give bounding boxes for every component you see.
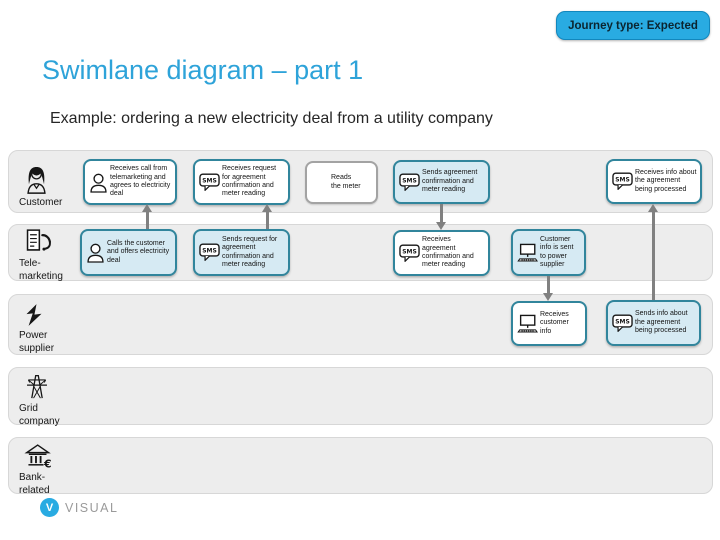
- telemarketing-icon: [24, 228, 85, 255]
- lane-label-telemarketing: Tele- marketing: [19, 258, 63, 282]
- lane-head-bank-related: € Bank- related: [17, 443, 85, 497]
- lane-head-customer: Customer: [17, 163, 85, 209]
- arrow-line: [266, 210, 269, 229]
- flow-arrow-t2-to-c2: [262, 204, 273, 229]
- lane-power-supplier: Power supplier: [8, 294, 713, 355]
- lane-bank-related: € Bank- related: [8, 437, 713, 497]
- lightning-icon: [24, 303, 85, 327]
- pylon-icon: [24, 372, 85, 400]
- arrow-line: [146, 210, 149, 229]
- page-subtitle: Example: ordering a new electricity deal…: [50, 110, 493, 127]
- svg-text:SMS: SMS: [615, 318, 630, 325]
- computer-icon: [517, 314, 538, 333]
- step-text: Calls the customer and offers electricit…: [107, 239, 170, 264]
- arrowhead-icon: [648, 204, 658, 212]
- arrowhead-icon: [142, 204, 152, 212]
- svg-text:SMS: SMS: [615, 177, 630, 184]
- svg-text:SMS: SMS: [402, 177, 417, 184]
- logo-text: VISUAL: [65, 500, 119, 515]
- arrowhead-icon: [436, 222, 446, 230]
- step-p1: Receives customer info: [511, 301, 587, 346]
- customer-icon: [24, 163, 85, 194]
- sms-icon: SMS: [612, 313, 633, 333]
- lane-label-grid-company: Grid company: [19, 403, 60, 427]
- step-text: Receives call from telemarketing and agr…: [110, 165, 171, 198]
- arrow-line: [547, 276, 550, 295]
- svg-text:€: €: [43, 458, 52, 469]
- arrowhead-icon: [543, 293, 553, 301]
- lane-head-telemarketing: Tele- marketing: [17, 228, 85, 283]
- step-p2: SMS Sends info about the agreement being …: [606, 300, 701, 346]
- flow-arrow-t4-to-p1: [543, 276, 554, 301]
- step-c3: Reads the meter: [305, 161, 378, 204]
- sms-icon: SMS: [199, 172, 220, 192]
- sms-icon: SMS: [399, 172, 420, 192]
- person-icon: [89, 172, 108, 193]
- step-text: Sends agreement confirmation and meter r…: [422, 169, 478, 194]
- lane-head-grid-company: Grid company: [17, 372, 85, 428]
- step-c4: SMS Sends agreement confirmation and mete…: [393, 160, 490, 204]
- visual-logo: V VISUAL: [40, 498, 118, 517]
- arrow-line: [652, 210, 655, 300]
- sms-icon: SMS: [399, 243, 420, 263]
- lane-label-bank-related: Bank- related: [19, 472, 50, 496]
- logo-v-icon: V: [40, 498, 59, 517]
- step-t2: SMS Sends request for agreement confirmat…: [193, 229, 290, 276]
- lane-label-customer: Customer: [19, 197, 63, 208]
- step-text: Customer info is sent to power supplier: [540, 235, 574, 268]
- page-title: Swimlane diagram – part 1: [42, 55, 364, 85]
- step-text: Receives request for agreement confirmat…: [222, 165, 277, 198]
- step-t4: Customer info is sent to power supplier: [511, 229, 586, 276]
- svg-text:SMS: SMS: [202, 177, 217, 184]
- arrow-line: [440, 204, 443, 224]
- step-text: Receives customer info: [540, 310, 569, 335]
- arrowhead-icon: [262, 204, 272, 212]
- step-t1: Calls the customer and offers electricit…: [80, 229, 177, 276]
- person-icon: [86, 242, 105, 263]
- step-text: Receives agreement confirmation and mete…: [422, 236, 474, 269]
- journey-type-badge: Journey type: Expected: [556, 11, 710, 40]
- lane-head-power-supplier: Power supplier: [17, 303, 85, 355]
- flow-arrow-c4-to-t3: [436, 204, 447, 230]
- step-c1: Receives call from telemarketing and agr…: [83, 159, 177, 205]
- step-text: Reads the meter: [331, 174, 361, 190]
- computer-icon: [517, 243, 538, 262]
- step-text: Receives info about the agreement being …: [635, 168, 697, 193]
- step-text: Sends info about the agreement being pro…: [635, 310, 688, 335]
- step-text: Sends request for agreement confirmation…: [222, 235, 278, 268]
- lane-label-power-supplier: Power supplier: [19, 330, 55, 354]
- flow-arrow-p2-to-c5: [648, 204, 659, 300]
- bank-icon: €: [24, 443, 85, 469]
- step-c5: SMS Receives info about the agreement bei…: [606, 159, 702, 204]
- sms-icon: SMS: [612, 172, 633, 191]
- flow-arrow-t1-to-c1: [142, 204, 153, 229]
- svg-text:SMS: SMS: [402, 248, 417, 255]
- step-t3: SMS Receives agreement confirmation and m…: [393, 230, 490, 276]
- step-c2: SMS Receives request for agreement confir…: [193, 159, 290, 205]
- svg-text:SMS: SMS: [202, 248, 217, 255]
- sms-icon: SMS: [199, 243, 220, 262]
- lane-grid-company: Grid company: [8, 367, 713, 428]
